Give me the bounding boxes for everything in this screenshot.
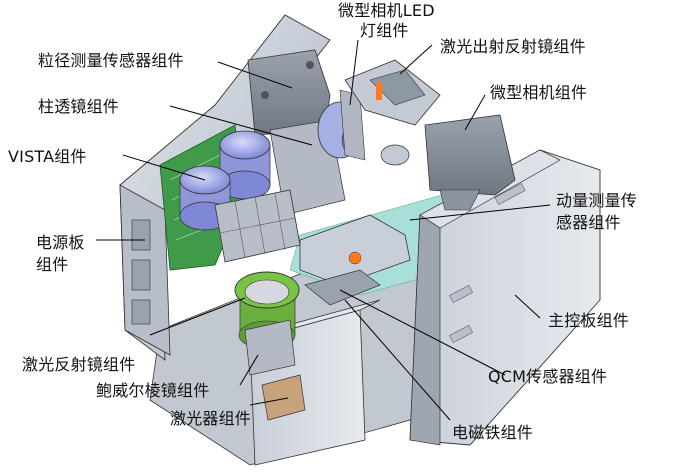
label-led-line1: 微型相机LED — [338, 1, 435, 20]
label-micro-camera: 微型相机组件 — [490, 83, 588, 102]
label-laser-exit-mirror: 激光出射反射镜组件 — [440, 37, 586, 56]
laser-rail — [261, 374, 306, 421]
label-momentum-line2: 感器组件 — [556, 213, 621, 232]
leader-laser-exit — [399, 44, 433, 75]
leader-momentum — [409, 204, 551, 221]
momentum-led — [348, 251, 362, 265]
label-main-board: 主控板组件 — [548, 311, 630, 330]
qcm-arm — [304, 269, 381, 306]
momentum-sensor — [299, 214, 411, 286]
leader-vista — [122, 154, 206, 181]
leader-cyl-lens — [169, 105, 313, 146]
label-power-line1: 电源板 — [36, 233, 85, 252]
prism-block — [244, 319, 296, 376]
right-wall-front — [409, 214, 441, 446]
label-momentum-line1: 动量测量传 — [556, 191, 638, 210]
label-power-line2: 组件 — [36, 255, 69, 274]
label-laser: 激光器组件 — [170, 409, 252, 428]
label-led-line2: 灯组件 — [360, 21, 409, 40]
leader-laser-mirror — [149, 297, 246, 336]
label-laser-mirror: 激光反射镜组件 — [22, 355, 136, 374]
leader-magnet — [344, 299, 451, 421]
label-particle-sensor: 粒径测量传感器组件 — [38, 51, 184, 70]
leader-particle — [217, 61, 293, 89]
leader-laser — [249, 397, 289, 406]
label-cylindrical-lens: 柱透镜组件 — [38, 97, 120, 116]
leader-qcm — [339, 289, 506, 376]
leader-prism — [239, 354, 259, 386]
leader-main — [514, 294, 541, 319]
label-pellin-broca: 鲍威尔棱镜组件 — [96, 381, 210, 400]
label-qcm-sensor: QCM传感器组件 — [488, 367, 608, 386]
label-vista: VISTA组件 — [8, 147, 87, 166]
camera-assembly — [424, 114, 516, 196]
leader-lines — [96, 39, 551, 421]
led-unit — [339, 89, 366, 161]
leader-led — [349, 39, 359, 106]
label-electromagnet: 电磁铁组件 — [452, 423, 534, 442]
leader-camera — [464, 94, 486, 131]
